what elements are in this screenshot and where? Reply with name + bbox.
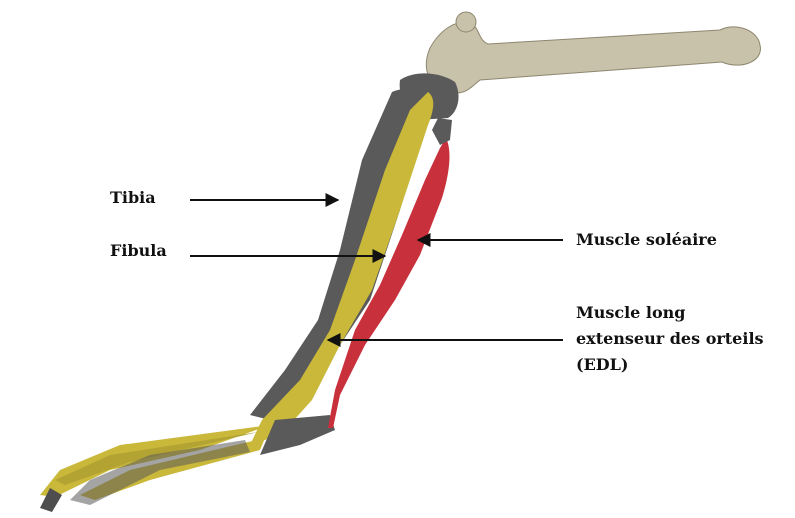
tibia-label: Tibia bbox=[110, 187, 156, 209]
femur bbox=[426, 12, 760, 93]
edl-label-line1: Muscle long bbox=[576, 302, 686, 324]
fibula-label: Fibula bbox=[110, 240, 167, 262]
edl-label-line3: (EDL) bbox=[576, 354, 628, 376]
edl-label-line2: extenseur des orteils bbox=[576, 328, 764, 350]
soleus-label: Muscle soléaire bbox=[576, 229, 717, 251]
